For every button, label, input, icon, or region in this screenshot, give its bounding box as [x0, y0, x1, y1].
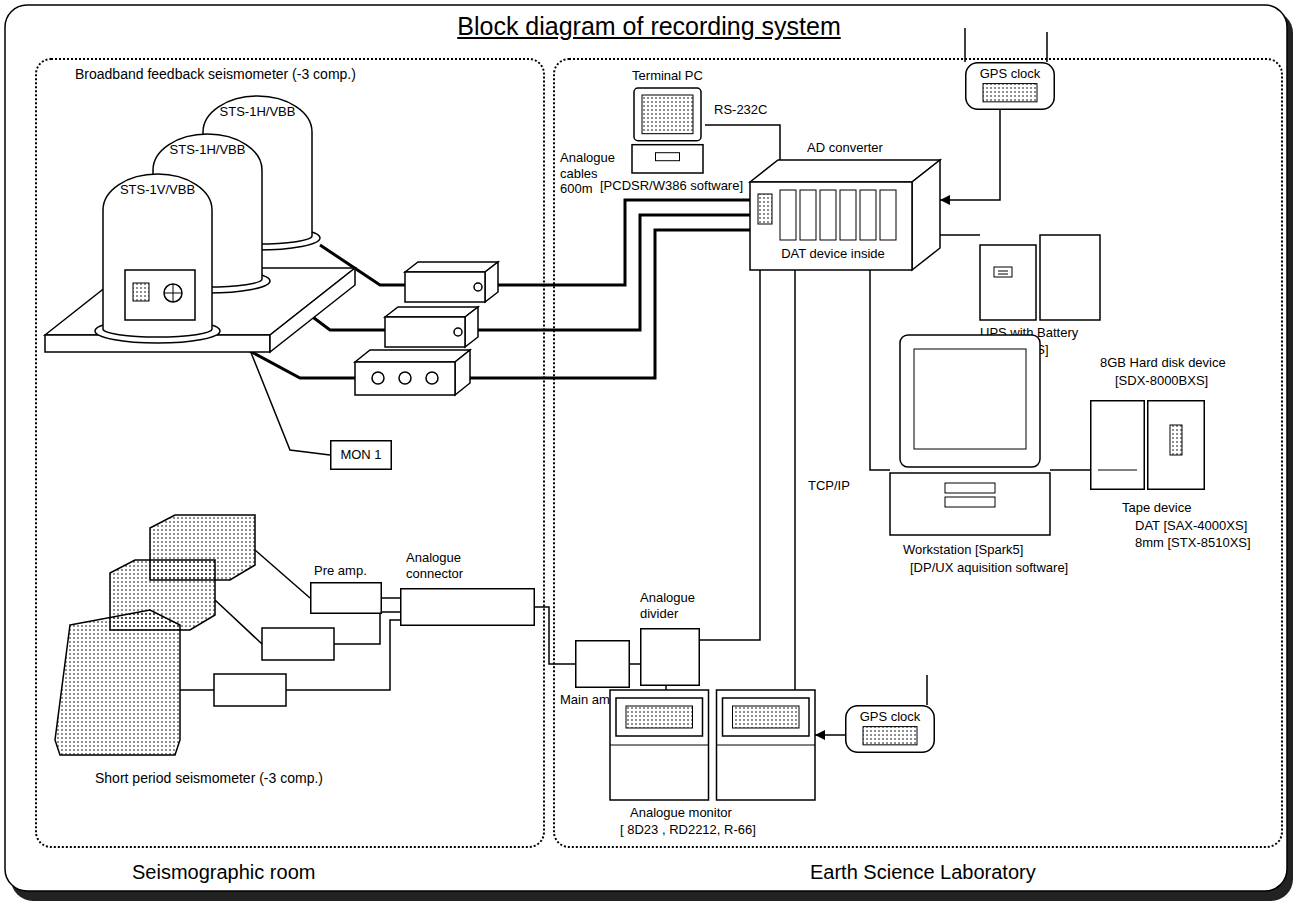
node-label: Terminal PC: [630, 68, 705, 84]
pre-amp-box: Pre amp.: [310, 582, 382, 614]
monitor-box: MON 1: [330, 440, 392, 470]
text-label: Short period seismometer (-3 comp.): [95, 770, 323, 787]
terminal-pc: Terminal PC[PCDSR/W386 software]: [630, 88, 705, 173]
node-label: STS-1V/VBB: [95, 182, 220, 198]
node-label: GPS clock: [965, 66, 1055, 82]
node-label: 8GB Hard disk device: [1100, 355, 1226, 371]
main-amp-shape: [575, 640, 630, 688]
analogue-connector: Analogue connector: [400, 588, 535, 626]
node-label: [ 8D23 , RD2212, R-66]: [620, 822, 756, 838]
node-label: Pre amp.: [314, 563, 367, 579]
node-label: 8mm [STX-8510XS]: [1135, 535, 1251, 551]
connector-line: [630, 663, 640, 665]
node-label: Analogue divider: [640, 590, 710, 621]
terminal-pc-shape: [630, 88, 705, 173]
connector-line: [220, 340, 330, 455]
node-label: Seismographic room: [132, 860, 315, 884]
tape-device-shape: [1147, 400, 1205, 490]
connector-line: [815, 734, 845, 736]
node-label: Tape device: [1122, 500, 1191, 516]
hard-disk-shape: [1090, 400, 1145, 490]
connector-line: [940, 110, 1000, 200]
gps-clock: GPS clock: [965, 62, 1055, 110]
tape-device: Tape deviceDAT [SAX-4000XS]8mm [STX-8510…: [1147, 400, 1205, 490]
node-label: DAT [SAX-4000XS]: [1135, 518, 1247, 534]
room-region: Seismographic roomSTS-1V/VBBSTS-1H/VBBST…: [35, 58, 545, 848]
connector-line: [382, 597, 400, 599]
node-label: MON 1: [330, 447, 392, 463]
connector-line: [705, 125, 780, 160]
text-label: Broadband feedback seismometer (-3 comp.…: [75, 66, 356, 83]
node-label: [DP/UX aquisition software]: [910, 560, 1068, 576]
connector-line: [870, 270, 890, 470]
node-label: [SDX-8000BXS]: [1115, 373, 1208, 389]
ad-converter: AD converterDAT device inside: [750, 160, 940, 270]
hard-disk: 8GB Hard disk device[SDX-8000BXS]: [1090, 400, 1145, 490]
analogue-monitor-shape: [610, 690, 815, 800]
workstation: Workstation [Spark5][DP/UX aquisition so…: [890, 335, 1050, 535]
short-period-seismometer: [55, 515, 255, 755]
connector-line: [1050, 469, 1090, 471]
gps-clock: GPS clock: [845, 705, 935, 753]
lab-region: Earth Science LaboratoryTerminal PC[PCDS…: [553, 58, 1283, 848]
node-label: Analogue monitor: [630, 805, 732, 821]
node-label: DAT device inside: [758, 246, 908, 262]
pre-amp-box-shape: [310, 582, 382, 614]
node-label: GPS clock: [845, 709, 935, 725]
connector-line: [320, 200, 750, 285]
text-label: Analogue cables 600m: [560, 150, 622, 197]
node-label: [PCDSR/W386 software]: [600, 178, 743, 194]
node-label: Workstation [Spark5]: [903, 542, 1023, 558]
analogue-connector-shape: [400, 588, 535, 626]
signal-wire: [180, 28, 965, 690]
connector-line: [940, 234, 980, 236]
ups-battery-shape: [980, 235, 1100, 320]
feedback-electronics-box: [355, 262, 498, 395]
node-label: Earth Science Laboratory: [810, 860, 1036, 884]
main-amp: Main amp.: [575, 640, 630, 688]
connector-line: [794, 270, 796, 690]
outer-frame: [5, 5, 1287, 891]
edge-label: RS-232C: [712, 102, 769, 118]
edge-label: TCP/IP: [806, 478, 852, 494]
seismometer-dome: STS-1V/VBB: [95, 170, 220, 345]
node-label: STS-1H/VBB: [195, 104, 320, 120]
analogue-divider-shape: [640, 628, 700, 686]
node-label: AD converter: [750, 140, 940, 156]
connector-line: [700, 270, 760, 640]
node-label: Analogue connector: [406, 550, 496, 581]
pre-amp-box: [214, 628, 334, 706]
analogue-monitor: Analogue monitor[ 8D23 , RD2212, R-66]: [610, 690, 815, 800]
workstation-shape: [890, 335, 1050, 535]
ups-battery: UPS with Battery[ST-1/6-S]: [980, 235, 1100, 320]
node-label: STS-1H/VBB: [145, 142, 270, 158]
connector-line: [535, 607, 575, 664]
diagram-title: Block diagram of recording system: [0, 12, 1298, 41]
analogue-divider: Analogue divider: [640, 628, 700, 686]
